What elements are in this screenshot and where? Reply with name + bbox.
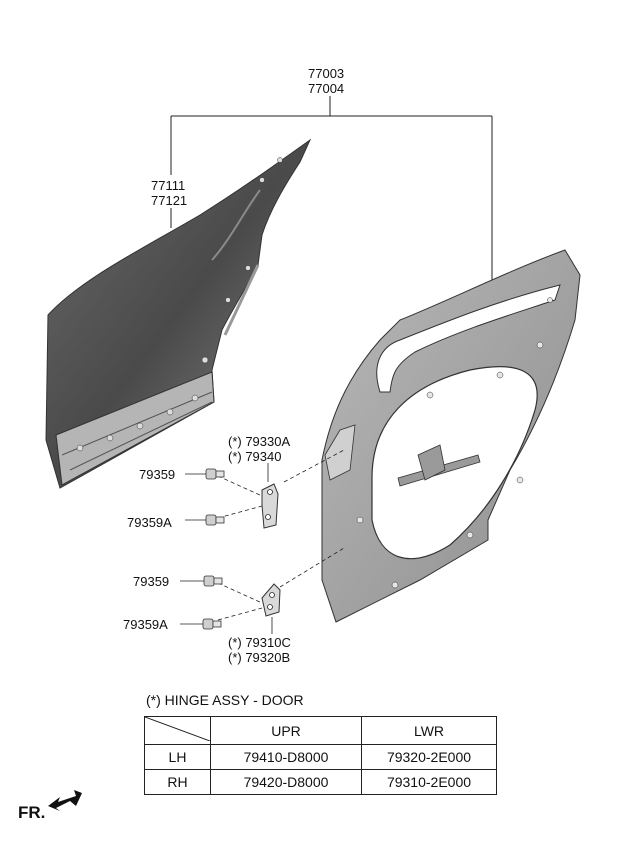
lower-hinge-label: (*) 79310C bbox=[228, 635, 291, 650]
upper-hinge-group bbox=[185, 449, 345, 529]
hinge-table-header: UPR LWR bbox=[144, 716, 497, 745]
outer-panel-part-number: 77111 bbox=[151, 178, 186, 193]
outer-panel-part-number: 77121 bbox=[151, 193, 188, 208]
lower-hinge bbox=[261, 583, 281, 617]
upper-hinge-label: (*) 79340 bbox=[228, 449, 282, 464]
assembly-part-number: 77004 bbox=[308, 81, 345, 96]
outer-panel-part-numbers: 77111 77121 bbox=[151, 178, 187, 208]
lwr-part-number: 79320-2E000 bbox=[361, 744, 497, 770]
row-side: LH bbox=[144, 744, 211, 770]
column-header-upr: UPR bbox=[210, 716, 362, 745]
lower-bolt-a bbox=[202, 618, 222, 630]
assembly-part-numbers: 77003 77004 bbox=[308, 66, 344, 96]
front-arrow-icon bbox=[48, 790, 82, 811]
lwr-part-number: 79310-2E000 bbox=[361, 769, 497, 795]
upper-bolt bbox=[205, 468, 225, 480]
upper-hinge-label: (*) 79330A bbox=[228, 434, 291, 449]
column-header-lwr: LWR bbox=[361, 716, 497, 745]
table-row: RH 79420-D8000 79310-2E000 bbox=[144, 769, 497, 795]
lower-bolt-a-label: 79359A bbox=[123, 617, 168, 632]
hinge-table-corner-cell bbox=[144, 716, 211, 745]
upr-part-number: 79420-D8000 bbox=[210, 769, 362, 795]
table-row: LH 79410-D8000 79320-2E000 bbox=[144, 744, 497, 770]
lower-bolt-label: 79359 bbox=[133, 574, 170, 589]
diagonal-divider bbox=[144, 716, 211, 742]
inner-door-frame bbox=[321, 249, 581, 623]
hinge-table: UPR LWR LH 79410-D8000 79320-2E000 RH 79… bbox=[144, 716, 497, 795]
front-direction-label: FR. bbox=[18, 803, 46, 822]
row-side: RH bbox=[144, 769, 211, 795]
upper-hinge-labels: (*) 79330A (*) 79340 bbox=[228, 434, 290, 464]
lower-hinge-label: (*) 79320B bbox=[228, 650, 291, 665]
hinge-table-title: (*) HINGE ASSY - DOOR bbox=[146, 692, 304, 708]
assembly-leader bbox=[170, 96, 493, 280]
upper-bolt-a-label: 79359A bbox=[127, 515, 172, 530]
upper-bolt-a bbox=[205, 514, 225, 526]
upper-bolt-label: 79359 bbox=[139, 467, 176, 482]
lower-bolt bbox=[203, 575, 223, 587]
outer-door-panel bbox=[45, 138, 312, 489]
assembly-part-number: 77003 bbox=[308, 66, 345, 81]
lower-hinge-group bbox=[180, 547, 345, 634]
lower-hinge-labels: (*) 79310C (*) 79320B bbox=[228, 635, 291, 665]
upr-part-number: 79410-D8000 bbox=[210, 744, 362, 770]
